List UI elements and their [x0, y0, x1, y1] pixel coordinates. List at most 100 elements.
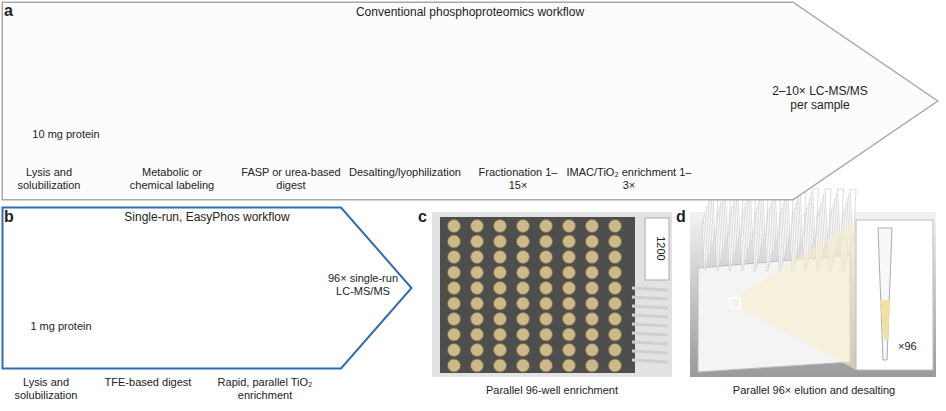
well — [448, 235, 461, 248]
well — [448, 282, 461, 295]
well — [494, 266, 507, 279]
well — [586, 235, 599, 248]
plate-photo — [432, 212, 672, 377]
well — [540, 297, 553, 310]
well — [563, 313, 576, 326]
well — [563, 266, 576, 279]
tip — [632, 306, 668, 308]
amount-note: 1 mg protein — [22, 320, 100, 333]
well — [563, 297, 576, 310]
well — [494, 251, 507, 264]
well — [471, 251, 484, 264]
well — [609, 282, 622, 295]
well — [563, 220, 576, 233]
well — [517, 235, 530, 248]
well — [471, 297, 484, 310]
well — [448, 251, 461, 264]
well — [517, 313, 530, 326]
panel-letter: d — [676, 208, 690, 226]
well — [540, 266, 553, 279]
well — [609, 359, 622, 372]
well — [494, 359, 507, 372]
well — [540, 359, 553, 372]
well — [517, 266, 530, 279]
panel-caption: Parallel 96-well enrichment — [440, 384, 664, 397]
output-note: 2–10× LC-MS/MS per sample — [764, 84, 876, 112]
well — [586, 359, 599, 372]
well — [540, 235, 553, 248]
well — [563, 235, 576, 248]
panel-caption: Parallel 96× elution and desalting — [694, 384, 934, 397]
well — [540, 282, 553, 295]
well — [471, 235, 484, 248]
output-note: 96× single-run LC-MS/MS — [318, 272, 408, 298]
well — [471, 359, 484, 372]
well — [494, 328, 507, 341]
well — [471, 328, 484, 341]
step-label: Lysis and solubilization — [4, 376, 88, 402]
well — [517, 344, 530, 357]
tip — [632, 333, 668, 335]
tip — [632, 315, 668, 317]
well — [609, 235, 622, 248]
well — [471, 266, 484, 279]
well — [494, 297, 507, 310]
well — [609, 313, 622, 326]
well — [586, 313, 599, 326]
well — [517, 328, 530, 341]
workflow-title: Conventional phosphoproteomics workflow — [1, 1, 939, 19]
tip — [813, 189, 819, 237]
well — [609, 251, 622, 264]
well — [517, 297, 530, 310]
well — [448, 328, 461, 341]
well — [517, 251, 530, 264]
tip — [632, 324, 668, 326]
well — [586, 282, 599, 295]
step-label: TFE-based digest — [96, 376, 200, 389]
well — [609, 220, 622, 233]
well — [563, 344, 576, 357]
well — [517, 359, 530, 372]
well — [494, 344, 507, 357]
step-label: Metabolic or chemical labeling — [124, 166, 220, 192]
well — [563, 251, 576, 264]
well — [494, 235, 507, 248]
well — [448, 266, 461, 279]
well — [540, 251, 553, 264]
well — [586, 297, 599, 310]
well — [586, 251, 599, 264]
step-label: FASP or urea-based digest — [236, 166, 346, 192]
well — [563, 328, 576, 341]
tip — [632, 297, 668, 299]
tip — [632, 360, 668, 362]
well — [609, 297, 622, 310]
well — [540, 344, 553, 357]
panel-letter: b — [4, 208, 20, 226]
well — [586, 220, 599, 233]
step-label: Rapid, parallel TiO₂ enrichment — [214, 376, 316, 402]
panel-letter: c — [418, 208, 432, 226]
well — [448, 359, 461, 372]
step-label: IMAC/TiO₂ enrichment 1–3× — [562, 166, 696, 192]
well — [517, 220, 530, 233]
arrow-shape — [3, 208, 412, 369]
plate-label: 1200 — [654, 226, 667, 272]
well — [540, 328, 553, 341]
well — [494, 282, 507, 295]
well — [586, 344, 599, 357]
well — [609, 344, 622, 357]
panel-letter: a — [4, 2, 20, 20]
well — [471, 344, 484, 357]
arrow-shape — [2, 2, 938, 200]
tip — [632, 342, 668, 344]
well — [471, 313, 484, 326]
step-label: Desalting/lyophilization — [340, 166, 470, 179]
tip — [632, 288, 668, 290]
tip-rack-photo — [690, 187, 936, 377]
step-label: Lysis and solubilization — [8, 166, 90, 192]
well — [540, 220, 553, 233]
well — [494, 220, 507, 233]
step-label: Fractionation 1–15× — [476, 166, 560, 192]
well — [448, 297, 461, 310]
